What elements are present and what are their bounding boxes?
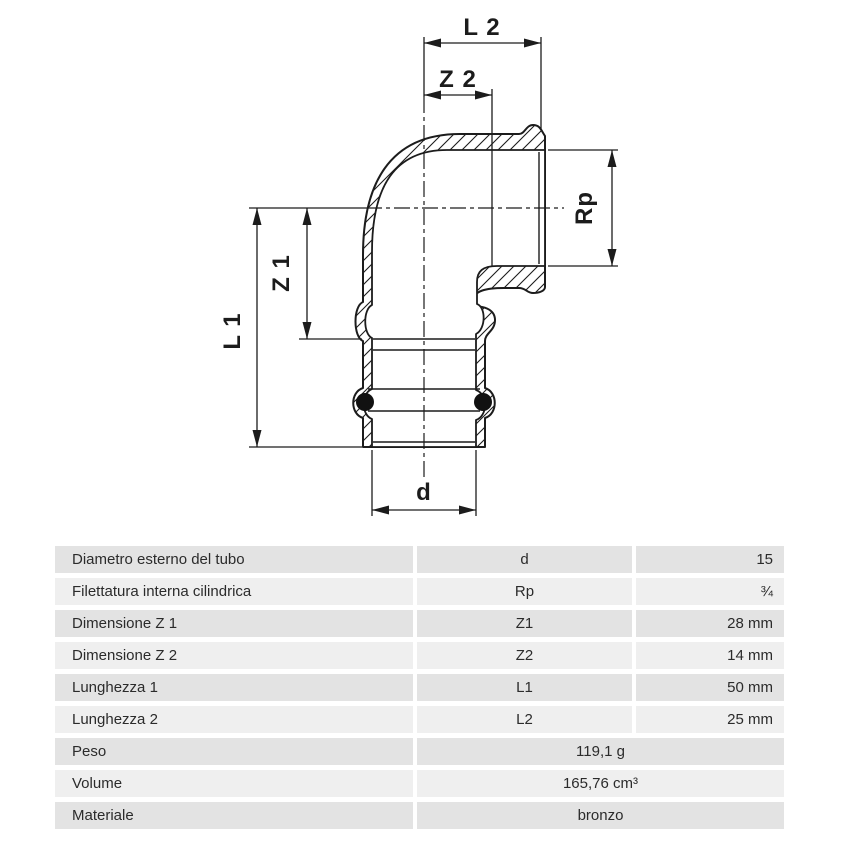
dim-label-l2: L 2 (463, 14, 500, 41)
spec-label: Volume (55, 770, 413, 797)
arrow-z1-top (302, 208, 312, 225)
arrow-d-left (372, 505, 389, 515)
spec-label: Peso (55, 738, 413, 765)
dimension-z2: Z 2 (424, 66, 492, 100)
arrow-l1-bottom (252, 430, 262, 447)
spec-label: Lunghezza 1 (55, 674, 413, 701)
arrow-l2-right (524, 38, 541, 48)
fitting-bore (362, 149, 546, 448)
dim-label-z1: Z 1 (268, 254, 295, 292)
spec-symbol: L2 (417, 706, 632, 733)
extension-lines (249, 37, 618, 516)
dimension-l2: L 2 (424, 14, 541, 48)
arrow-l2-left (424, 38, 441, 48)
spec-value: 50 mm (636, 674, 784, 701)
o-ring-right (474, 393, 492, 411)
spec-symbol: d (417, 546, 632, 573)
spec-label: Materiale (55, 802, 413, 829)
dim-label-l1: L 1 (219, 312, 246, 349)
spec-row-l2: Lunghezza 2 L2 25 mm (55, 706, 785, 733)
dimension-z1: Z 1 (268, 208, 312, 339)
o-ring-left (356, 393, 374, 411)
arrow-z2-left (424, 90, 441, 100)
dim-label-rp: Rp (571, 191, 598, 225)
spec-value: 165,76 cm³ (417, 770, 784, 797)
fitting-body (352, 124, 546, 448)
spec-label: Dimensione Z 2 (55, 642, 413, 669)
spec-value: 28 mm (636, 610, 784, 637)
spec-value: ¾ (636, 578, 784, 605)
spec-row-filettatura: Filettatura interna cilindrica Rp ¾ (55, 578, 785, 605)
spec-symbol: Z1 (417, 610, 632, 637)
dim-label-d: d (416, 479, 432, 506)
spec-row-diametro: Diametro esterno del tubo d 15 (55, 546, 785, 573)
spec-row-z2: Dimensione Z 2 Z2 14 mm (55, 642, 785, 669)
spec-row-volume: Volume 165,76 cm³ (55, 770, 785, 797)
spec-value: 119,1 g (417, 738, 784, 765)
arrow-rp-top (607, 150, 617, 167)
spec-table: Diametro esterno del tubo d 15 Filettatu… (55, 546, 785, 834)
spec-symbol: Z2 (417, 642, 632, 669)
arrow-z2-right (475, 90, 492, 100)
arrow-d-right (459, 505, 476, 515)
spec-label: Dimensione Z 1 (55, 610, 413, 637)
centerlines (366, 97, 564, 477)
dimension-rp: Rp (571, 150, 617, 266)
spec-row-materiale: Materiale bronzo (55, 802, 785, 829)
dimension-d: d (372, 479, 476, 515)
arrow-l1-top (252, 208, 262, 225)
spec-label: Diametro esterno del tubo (55, 546, 413, 573)
spec-value: 14 mm (636, 642, 784, 669)
spec-value: 25 mm (636, 706, 784, 733)
dimension-l1: L 1 (219, 208, 262, 447)
spec-row-z1: Dimensione Z 1 Z1 28 mm (55, 610, 785, 637)
spec-row-peso: Peso 119,1 g (55, 738, 785, 765)
dim-label-z2: Z 2 (439, 66, 477, 93)
spec-value: bronzo (417, 802, 784, 829)
spec-value: 15 (636, 546, 784, 573)
arrow-z1-bottom (302, 322, 312, 339)
arrow-rp-bottom (607, 249, 617, 266)
spec-row-l1: Lunghezza 1 L1 50 mm (55, 674, 785, 701)
technical-drawing: L 2 Z 2 Rp Z 1 L 1 (219, 14, 618, 516)
spec-symbol: L1 (417, 674, 632, 701)
spec-label: Filettatura interna cilindrica (55, 578, 413, 605)
spec-symbol: Rp (417, 578, 632, 605)
spec-label: Lunghezza 2 (55, 706, 413, 733)
